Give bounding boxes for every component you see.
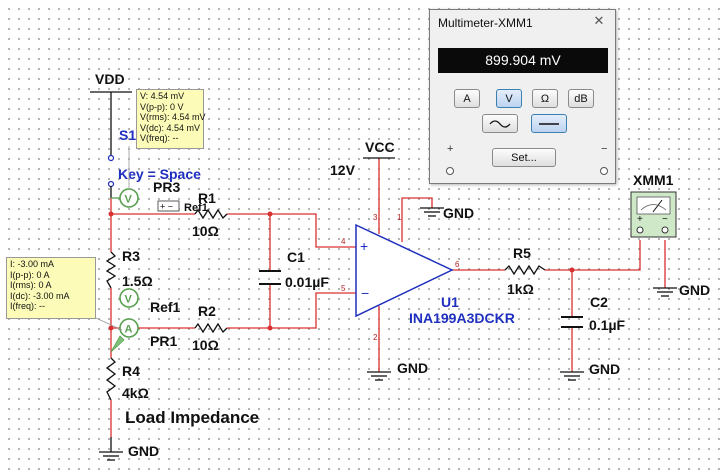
r1-value: 10Ω [192, 223, 219, 239]
vdd-rail [90, 91, 132, 142]
pr1-leader [95, 317, 123, 331]
load-impedance-label: Load Impedance [125, 408, 259, 427]
voltage-probe-pr3[interactable]: V [111, 188, 139, 208]
vdd-label: VDD [95, 71, 125, 87]
c2-label: C2 [590, 294, 608, 310]
current-probe-pr1[interactable]: A [110, 318, 139, 353]
probe-pr1-line: I(dc): -3.00 mA [10, 290, 70, 301]
db-mode-button[interactable]: dB [568, 89, 594, 108]
pin4-label: 4 [341, 237, 346, 246]
xmm1-label: XMM1 [633, 172, 674, 188]
multimeter-title: Multimeter-XMM1 [438, 16, 533, 30]
resistor-r4[interactable] [105, 357, 117, 401]
r4-value: 4kΩ [122, 385, 149, 401]
key-label: Key = Space [118, 166, 201, 182]
pin6-label: 6 [455, 260, 460, 269]
capacitor-c1[interactable] [259, 270, 281, 285]
ground-c2 [560, 371, 584, 381]
resistor-r3[interactable] [105, 251, 117, 289]
r1-label: R1 [198, 190, 216, 206]
pin2-label: 2 [373, 333, 378, 342]
multimeter-window[interactable]: Multimeter-XMM1 ✕ 899.904 mV A V Ω dB + … [429, 9, 616, 184]
r4-label: R4 [122, 363, 140, 379]
svg-text:V: V [125, 194, 133, 206]
ac-mode-button[interactable] [482, 114, 518, 133]
r2-value: 10Ω [192, 337, 219, 353]
r5-value: 1kΩ [507, 281, 534, 297]
set-button[interactable]: Set... [492, 148, 556, 167]
svg-text:+: + [637, 214, 643, 225]
voltage-probe-v[interactable]: V [119, 288, 139, 308]
amp-mode-button[interactable]: A [454, 89, 480, 108]
r5-label: R5 [513, 245, 531, 261]
c1-value: 0.01µF [285, 274, 329, 290]
gnd-amp-top-label: GND [443, 205, 474, 221]
vcc-label: VCC [365, 139, 395, 155]
probe-pr1-line: I(p-p): 0 A [10, 269, 50, 280]
ohm-mode-button[interactable]: Ω [532, 89, 558, 108]
plus-terminal[interactable] [446, 167, 454, 175]
voltage-12v-label: 12V [330, 162, 356, 178]
probe-pr1-readout: I: -3.00 mA I(p-p): 0 A I(rms): 0 A I(dc… [6, 257, 96, 319]
svg-text:+: + [360, 238, 368, 254]
probe-pr3-line: V(dc): 4.54 mV [140, 122, 201, 133]
svg-text:A: A [125, 324, 133, 336]
plus-terminal-label: + [447, 143, 454, 155]
dc-line-icon [539, 123, 559, 125]
dc-mode-button[interactable] [531, 114, 567, 133]
c1-label: C1 [287, 249, 305, 265]
svg-text:+ −: + − [160, 202, 173, 212]
pr3-label: PR3 [153, 179, 180, 195]
resistor-r5[interactable] [504, 264, 546, 276]
r2-label: R2 [198, 303, 216, 319]
gnd-amp-bottom-label: GND [397, 360, 428, 376]
pin1-label: 1 [397, 213, 402, 222]
ref1-top-label: Ref1 [184, 202, 208, 214]
ground-left [99, 437, 123, 461]
probe-pr3-line: V(freq): -- [140, 133, 179, 143]
ground-amp-bottom [367, 371, 391, 381]
wires [110, 158, 666, 437]
ground-amp-top [420, 207, 444, 217]
pin3-label: 3 [373, 213, 378, 222]
u1-part-label: INA199A3DCKR [409, 310, 515, 326]
ref-icon [157, 200, 180, 212]
pin5-label: 5 [341, 284, 346, 293]
volt-mode-button[interactable]: V [496, 89, 522, 108]
minus-terminal-label: − [601, 143, 608, 155]
svg-text:V: V [125, 294, 133, 306]
svg-text:−: − [662, 214, 668, 225]
probe-pr3-readout: V: 4.54 mV V(p-p): 0 V V(rms): 4.54 mV V… [136, 89, 206, 149]
gnd-left-label: GND [128, 443, 159, 459]
probe-pr1-line: I(freq): -- [10, 301, 45, 311]
r3-label: R3 [122, 248, 140, 264]
r3-value: 1.5Ω [122, 273, 153, 289]
ground-meter [653, 287, 677, 297]
multimeter-xmm1-symbol[interactable]: + − [630, 191, 677, 238]
s1-label: S1 [119, 127, 136, 143]
ac-wave-icon [489, 120, 511, 128]
probe-pr1-line: I: -3.00 mA [10, 259, 55, 269]
probe-pr3-line: V: 4.54 mV [140, 91, 185, 101]
close-icon[interactable]: ✕ [593, 13, 605, 28]
probe-pr1-line: I(rms): 0 A [10, 280, 52, 290]
probe-pr3-line: V(p-p): 0 V [140, 101, 184, 112]
minus-terminal[interactable] [600, 167, 608, 175]
ref1-label: Ref1 [150, 299, 181, 315]
multimeter-reading: 899.904 mV [438, 48, 608, 73]
resistor-r1[interactable] [194, 208, 228, 220]
capacitor-c2[interactable] [561, 316, 583, 328]
c2-value: 0.1µF [589, 317, 626, 333]
pr1-label: PR1 [150, 333, 177, 349]
switch-s1[interactable] [107, 142, 115, 198]
gnd-c2-label: GND [589, 361, 620, 377]
probe-pr3-line: V(rms): 4.54 mV [140, 112, 206, 122]
opamp-u1[interactable]: + − [355, 223, 454, 318]
gnd-meter-label: GND [679, 282, 710, 298]
junction-dots [108, 211, 575, 331]
u1-label: U1 [441, 294, 459, 310]
resistor-r2[interactable] [194, 322, 228, 334]
svg-text:−: − [361, 285, 369, 301]
